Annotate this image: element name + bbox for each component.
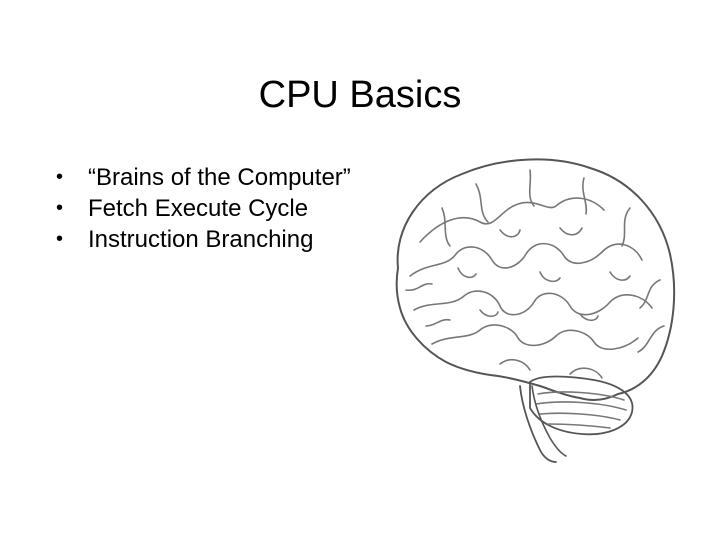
slide-title: CPU Basics <box>258 74 462 116</box>
brain-illustration-icon <box>380 150 680 470</box>
bullet-list: • “Brains of the Computer” • Fetch Execu… <box>56 162 356 255</box>
bullet-text: Instruction Branching <box>88 226 314 253</box>
bullet-item: • Fetch Execute Cycle <box>56 193 356 224</box>
bullet-item: • Instruction Branching <box>56 224 356 255</box>
bullet-item: • “Brains of the Computer” <box>56 162 356 193</box>
bullet-marker: • <box>56 166 64 188</box>
bullet-marker: • <box>56 228 64 250</box>
bullet-marker: • <box>56 197 64 219</box>
bullet-text: Fetch Execute Cycle <box>88 195 309 222</box>
bullet-text: “Brains of the Computer” <box>88 164 351 191</box>
